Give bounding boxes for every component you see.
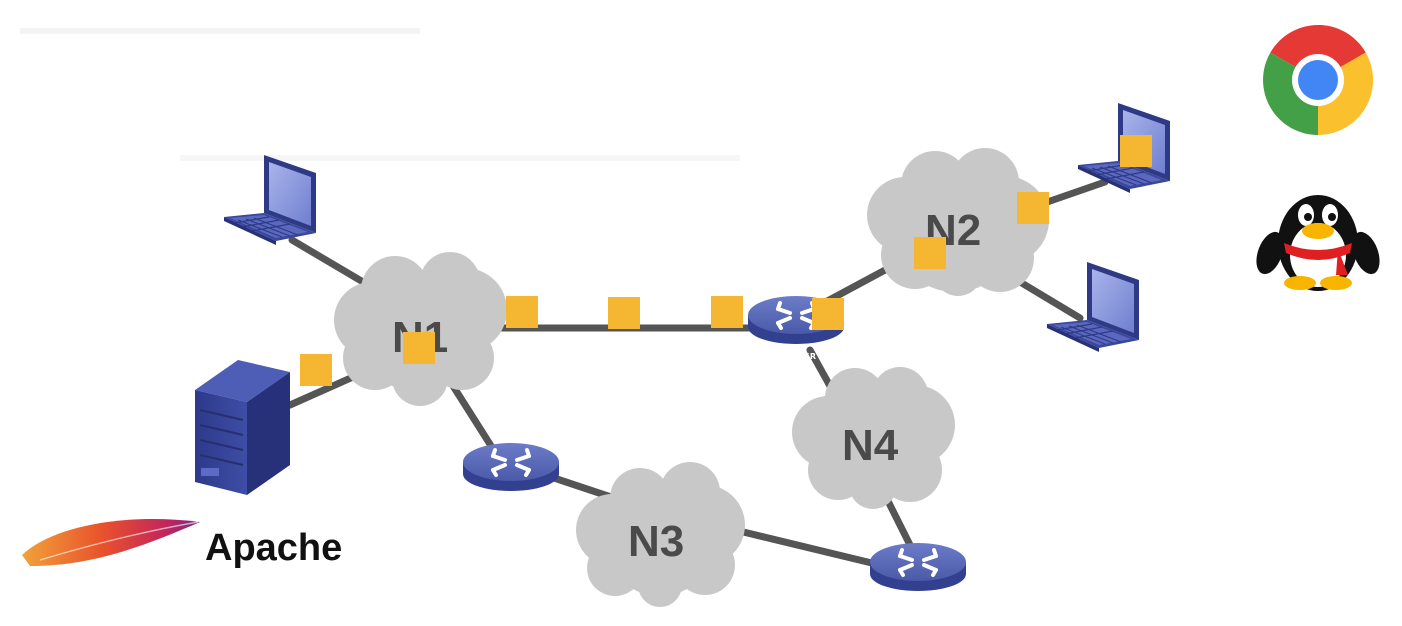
router-label: ROUTER bbox=[899, 599, 939, 608]
cloud-n1: N1 bbox=[334, 252, 507, 406]
router-1: ROUTER bbox=[746, 294, 846, 361]
cloud-n3: N3 bbox=[576, 462, 745, 607]
cloud-n4: N4 bbox=[792, 367, 955, 509]
apache-logo: Apache bbox=[22, 518, 342, 569]
faint-header-bar bbox=[20, 28, 420, 34]
router-label: ROUTER bbox=[492, 499, 532, 508]
router-label: ROUTER bbox=[777, 352, 817, 361]
chrome-icon bbox=[1263, 25, 1373, 135]
packet bbox=[914, 237, 946, 269]
link-n4-router3 bbox=[881, 491, 914, 549]
link-n3-router3 bbox=[731, 526, 884, 569]
packet bbox=[812, 298, 844, 330]
qq-penguin-icon bbox=[1256, 195, 1380, 291]
apache-label: Apache bbox=[205, 527, 342, 569]
router-3: ROUTER bbox=[868, 541, 968, 608]
packet bbox=[403, 332, 435, 364]
packet bbox=[506, 296, 538, 328]
packet bbox=[300, 354, 332, 386]
faint-subheader-bar bbox=[180, 155, 740, 161]
router-2: ROUTER bbox=[461, 441, 561, 508]
laptop-1 bbox=[223, 154, 317, 246]
packet bbox=[608, 297, 640, 329]
cloud-label-n4: N4 bbox=[842, 421, 899, 470]
packet bbox=[1120, 135, 1152, 167]
packet bbox=[711, 296, 743, 328]
cloud-label-n3: N3 bbox=[628, 517, 684, 566]
packet bbox=[1017, 192, 1049, 224]
server-icon bbox=[195, 360, 290, 495]
